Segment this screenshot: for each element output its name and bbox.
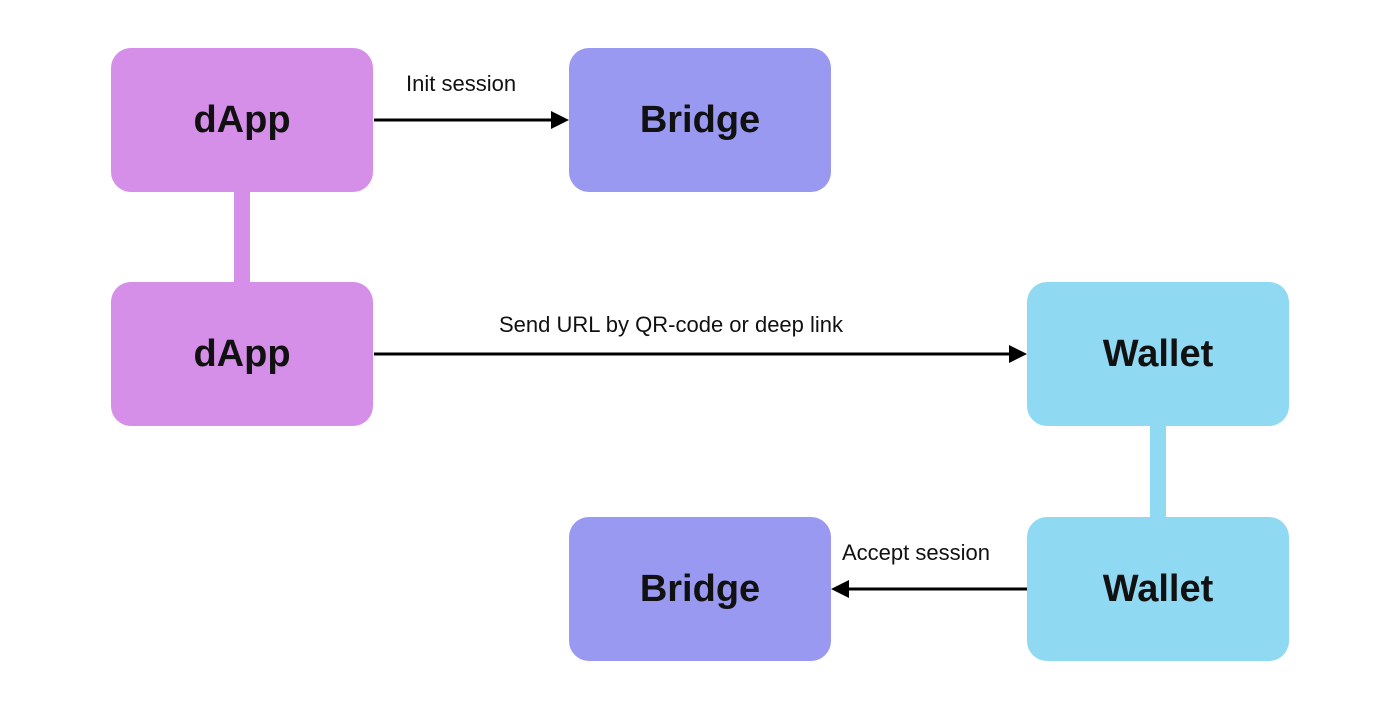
init-session-arrowhead [551, 111, 569, 129]
bridge-node-bottom: Bridge [569, 517, 831, 661]
dapp-node-mid-label: dApp [193, 332, 291, 375]
bridge-node-bottom-label: Bridge [639, 567, 761, 610]
bridge-node-top-label: Bridge [639, 98, 761, 141]
dapp-node-top-label: dApp [193, 98, 291, 141]
send-url-arrowhead [1009, 345, 1027, 363]
dapp-node-mid: dApp [111, 282, 373, 426]
dapp-node-top: dApp [111, 48, 373, 192]
wallet-node-mid: Wallet [1027, 282, 1289, 426]
wallet-node-bottom: Wallet [1027, 517, 1289, 661]
accept-session-label: Accept session [842, 540, 990, 565]
init-session-label: Init session [406, 71, 517, 96]
accept-session-arrowhead [831, 580, 849, 598]
wallet-connector [1150, 425, 1166, 519]
bridge-node-top: Bridge [569, 48, 831, 192]
dapp-connector [234, 190, 250, 284]
wallet-node-mid-label: Wallet [1102, 332, 1214, 375]
send-url-label: Send URL by QR-code or deep link [499, 312, 844, 337]
wallet-node-bottom-label: Wallet [1102, 567, 1214, 610]
